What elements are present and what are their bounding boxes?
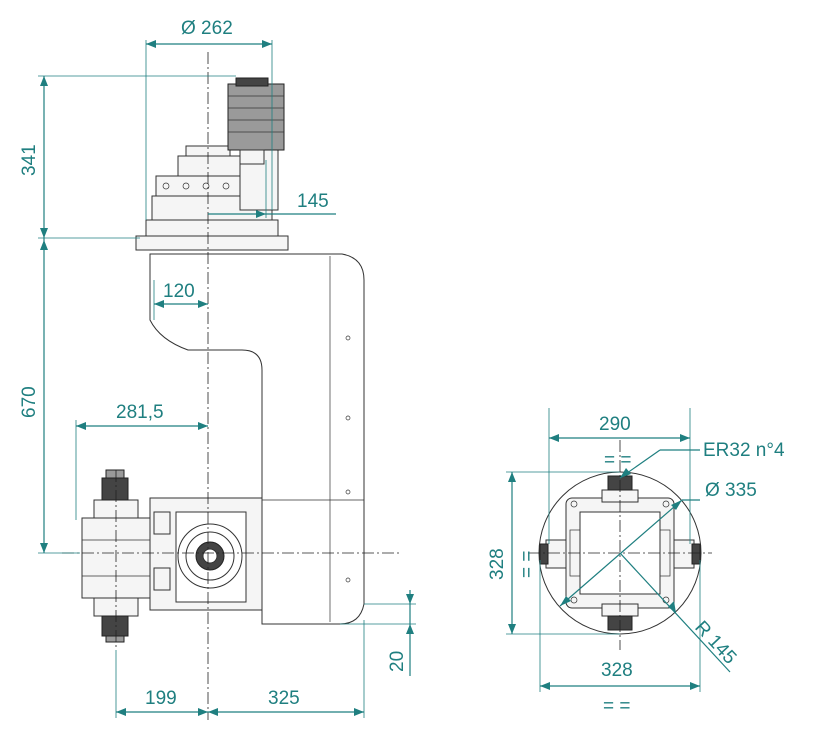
eq-top: = = [604,450,631,471]
dim-20: 20 [387,651,408,672]
front-view-dimensions [506,408,731,692]
dim-670: 670 [19,386,40,418]
dim-262: Ø 262 [181,18,233,39]
side-view-part [81,77,365,643]
eq-left: = = [517,551,538,578]
c-body [149,253,365,625]
dim-341: 341 [19,144,40,176]
side-view-dimensions [38,40,416,718]
dim-325: 325 [268,688,300,709]
dim-r145: R 145 [690,617,740,668]
label-er32: ER32 n°4 [703,440,785,461]
dim-335: Ø 335 [705,480,757,501]
dim-328-horizontal: 328 [601,660,633,681]
dim-290: 290 [599,414,631,435]
dim-199: 199 [145,688,177,709]
dim-145: 145 [297,191,329,212]
dim-281-5: 281,5 [116,402,164,423]
eq-bottom: = = [603,696,630,717]
dim-120: 120 [163,281,195,302]
dim-328-vertical: 328 [487,548,508,580]
